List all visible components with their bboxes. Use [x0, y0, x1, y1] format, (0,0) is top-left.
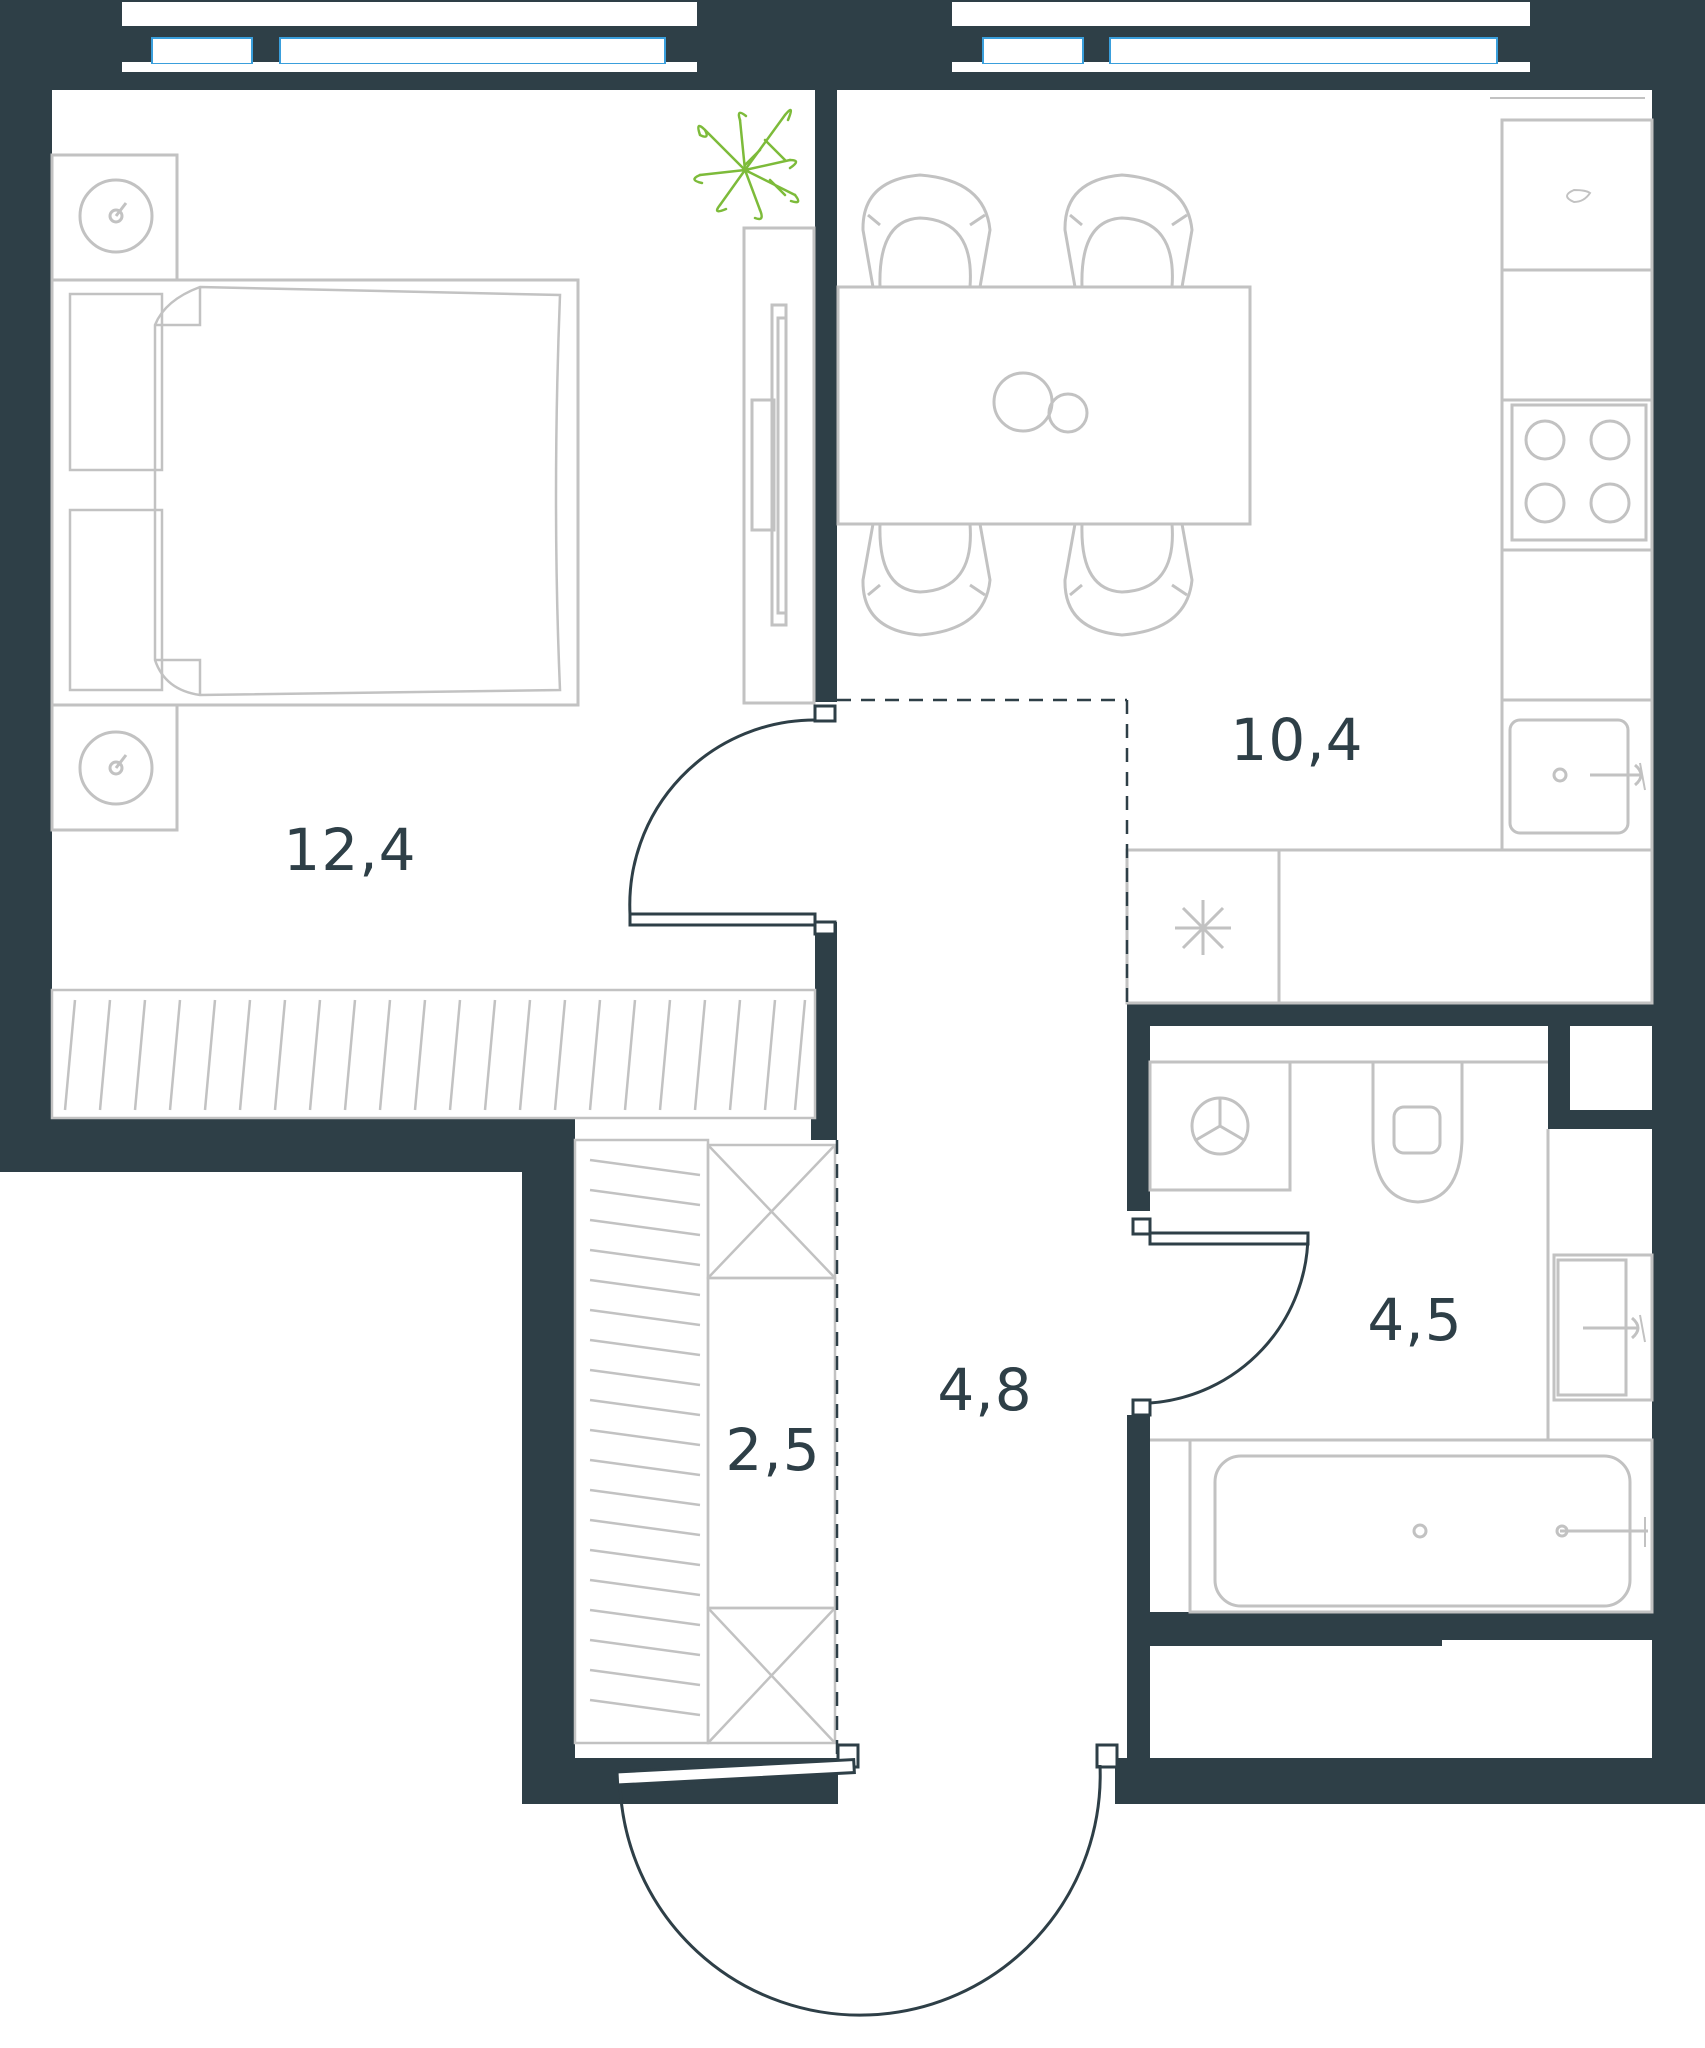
chair-icon — [861, 173, 992, 288]
tv-stand-icon — [742, 226, 816, 705]
wardrobe-icon — [573, 1138, 837, 1745]
washbasin-icon — [1552, 1253, 1654, 1402]
dining-table-icon — [836, 285, 1252, 526]
chair-icon — [1063, 173, 1194, 288]
chair-icon — [861, 523, 992, 637]
room-area-hallway: 4,8 — [937, 1356, 1032, 1424]
door-icon — [628, 704, 837, 936]
kitchen-boundary — [837, 698, 1129, 1003]
plant-icon — [693, 108, 800, 221]
window-icon — [122, 0, 1530, 72]
washing-machine-icon — [1148, 1060, 1292, 1192]
room-area-kitchen: 10,4 — [1230, 706, 1363, 774]
chair-icon — [1063, 523, 1194, 637]
wardrobe-icon — [50, 988, 817, 1120]
bed-icon — [50, 278, 580, 707]
toilet-icon — [1371, 1062, 1464, 1204]
bathtub-icon — [1188, 1438, 1654, 1614]
room-area-bedroom: 12,4 — [283, 816, 416, 884]
interiors — [52, 90, 1652, 1758]
door-icon — [1131, 1217, 1310, 1417]
room-area-wardrobe: 2,5 — [725, 1416, 820, 1484]
door-icon — [615, 1743, 1119, 2017]
room-area-bathroom: 4,5 — [1367, 1286, 1462, 1354]
